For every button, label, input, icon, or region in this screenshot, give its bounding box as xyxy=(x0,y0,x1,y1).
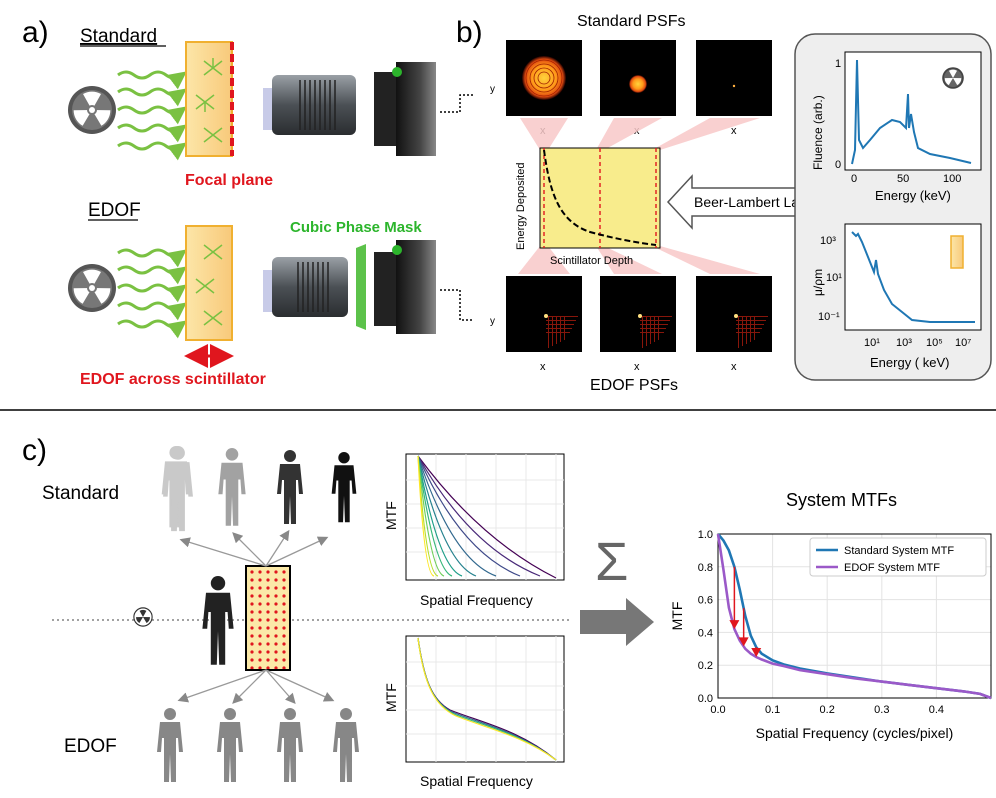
beer-lambert-label: Beer-Lambert Law xyxy=(694,194,810,210)
small-plot-ylabel-1: MTF xyxy=(383,501,399,530)
fluence-xtick-100: 100 xyxy=(943,173,961,185)
small-source-icon xyxy=(133,607,153,627)
attenuation-scintillator-icon xyxy=(950,235,964,269)
energy-deposited-label: Energy Deposited xyxy=(515,163,527,250)
mtf-ytick-label: 1.0 xyxy=(698,529,713,541)
attenuation-xtick-2: 10³ xyxy=(896,337,912,349)
lens-top xyxy=(263,75,356,135)
edof-psf-axis-x-1: x xyxy=(540,361,546,373)
attenuation-xtick-3: 10⁵ xyxy=(926,337,943,349)
fluence-ylabel: Fluence (arb.) xyxy=(811,95,825,170)
standard-projections xyxy=(161,446,357,532)
edof-across-label: EDOF across scintillator xyxy=(80,371,266,388)
mtf-xtick-label: 0.3 xyxy=(874,704,889,716)
attenuation-xlabel: Energy ( keV) xyxy=(870,355,949,370)
edof-projections xyxy=(157,708,359,782)
system-mtf-title: System MTFs xyxy=(786,490,897,510)
mtf-legend-box xyxy=(809,537,987,577)
attenuation-ylabel: μ/ρm xyxy=(811,269,825,296)
standard-mtf-small-plot xyxy=(405,453,565,581)
cubic-phase-mask-label: Cubic Phase Mask xyxy=(290,219,422,236)
camera-edof xyxy=(374,240,436,334)
std-psf-axis-x-3: x xyxy=(731,125,737,137)
attenuation-xtick-1: 10¹ xyxy=(864,337,880,349)
camera-top xyxy=(374,62,436,156)
mtf-drop-arrow-head xyxy=(729,620,740,630)
fluence-ytick-1: 1 xyxy=(835,58,841,70)
attenuation-xtick-4: 10⁷ xyxy=(955,337,971,349)
emission-sparks-edof xyxy=(195,244,223,326)
mtf-xtick-label: 0.0 xyxy=(710,704,725,716)
fluence-xtick-50: 50 xyxy=(897,173,909,185)
edof-psfs-title: EDOF PSFs xyxy=(590,377,678,394)
attenuation-ytick-10: 10¹ xyxy=(826,272,842,284)
standard-psfs-title: Standard PSFs xyxy=(577,13,686,30)
fluence-curve xyxy=(851,59,972,165)
std-psf-axis-y: y xyxy=(490,84,495,95)
edof-mtf-small-plot xyxy=(405,635,565,763)
fluence-xlabel: Energy (keV) xyxy=(875,188,951,203)
edof-psf-axis-y: y xyxy=(490,316,495,327)
fluence-rad-icon xyxy=(942,67,964,89)
edof-title: EDOF xyxy=(88,200,141,221)
lens-edof xyxy=(263,257,348,317)
radiation-source-icon-edof xyxy=(68,264,116,312)
mtf-legend-label: Standard System MTF xyxy=(844,545,954,557)
depth-markers xyxy=(543,148,657,248)
mtf-xtick-label: 0.2 xyxy=(820,704,835,716)
attenuation-curve xyxy=(851,231,975,323)
sum-arrow xyxy=(580,598,654,646)
mtf-legend-label: EDOF System MTF xyxy=(844,562,940,574)
fluence-xtick-0: 0 xyxy=(851,173,857,185)
mtf-xlabel: Spatial Frequency (cycles/pixel) xyxy=(756,725,954,741)
xray-waves-edof xyxy=(117,248,187,339)
small-plot-xlabel-1: Spatial Frequency xyxy=(420,592,533,608)
mtf-ytick-label: 0.4 xyxy=(698,627,713,639)
xray-waves-top xyxy=(117,70,187,161)
attenuation-ytick-1000: 10³ xyxy=(820,235,836,247)
mtf-ytick-label: 0.2 xyxy=(698,660,713,672)
attenuation-ytick-01: 10⁻¹ xyxy=(818,311,840,323)
mtf-ytick-label: 0.8 xyxy=(698,562,713,574)
edof-psf-axis-x-3: x xyxy=(731,361,737,373)
radiation-source-icon xyxy=(68,86,116,134)
patient-figure xyxy=(202,576,234,665)
panel-letter-c: c) xyxy=(22,434,47,467)
emission-sparks-top xyxy=(195,58,223,143)
energy-deposited-curve xyxy=(543,149,657,246)
small-plot-ylabel-2: MTF xyxy=(383,683,399,712)
edof-psf-axis-x-2: x xyxy=(634,361,640,373)
projection-arrows xyxy=(177,529,335,704)
panel-letter-b: b) xyxy=(456,16,483,49)
fluence-ytick-0: 0 xyxy=(835,159,841,171)
mtf-ytick-label: 0.6 xyxy=(698,595,713,607)
mtf-drop-arrow-head xyxy=(738,637,749,647)
mtf-drop-arrow-head xyxy=(751,648,762,657)
mtf-ytick-label: 0.0 xyxy=(698,693,713,705)
system-mtf-chart: 0.0 0.1 0.2 0.3 0.4 0.0 0.2 0.4 0.6 0.8 1.0Standar… xyxy=(669,529,992,741)
scintillator-detector xyxy=(245,565,291,671)
fluence-plot-frame xyxy=(844,51,982,171)
edof-psf-images xyxy=(506,276,772,352)
readout-line-edof xyxy=(440,289,474,321)
small-plot-xlabel-2: Spatial Frequency xyxy=(420,773,533,789)
psf-connectors xyxy=(518,118,760,274)
mtf-ylabel: MTF xyxy=(669,602,685,631)
mtf-xtick-label: 0.1 xyxy=(765,704,780,716)
scintillator-depth-label: Scintillator Depth xyxy=(550,255,633,267)
sigma-symbol: Σ xyxy=(595,532,628,592)
mtf-xtick-label: 0.4 xyxy=(929,704,944,716)
standard-title: Standard xyxy=(80,26,157,47)
readout-line-top xyxy=(440,94,474,113)
mtf-plot-border xyxy=(717,533,992,699)
edof-label-c: EDOF xyxy=(64,736,117,757)
edof-system-mtf-line xyxy=(716,533,992,700)
standard-label-c: Standard xyxy=(42,483,119,504)
standard-psf-images xyxy=(506,40,772,116)
cubic-phase-mask xyxy=(356,244,366,330)
panel-letter-a: a) xyxy=(22,16,49,49)
focal-plane-label: Focal plane xyxy=(185,172,273,189)
